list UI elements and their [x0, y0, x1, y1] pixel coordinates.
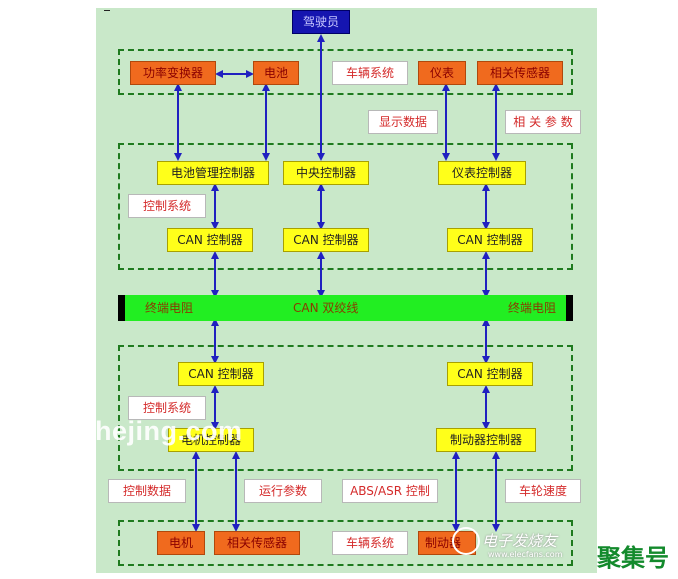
related-sensor-box-bottom: 相关传感器 — [214, 531, 300, 555]
can-controller-2: CAN 控制器 — [283, 228, 369, 252]
control-system-label-1: 控制系统 — [128, 194, 206, 218]
elecfans-url: www.elecfans.com — [488, 550, 563, 559]
elecfans-logo-text: 电子发烧友 — [482, 532, 558, 550]
related-params-label: 相 关 参 数 — [505, 110, 581, 134]
related-sensor-box-top: 相关传感器 — [477, 61, 563, 85]
control-data-label: 控制数据 — [108, 479, 186, 503]
elecfans-logo-icon — [452, 527, 480, 555]
site-watermark: mshejing.com — [55, 416, 243, 446]
vehicle-system-label-bottom: 车辆系统 — [332, 531, 408, 555]
instrument-controller-box: 仪表控制器 — [438, 161, 526, 185]
brake-controller-box: 制动器控制器 — [436, 428, 536, 452]
can-controller-5: CAN 控制器 — [447, 362, 533, 386]
upper-control-group-border — [118, 143, 573, 270]
central-controller-box: 中央控制器 — [283, 161, 369, 185]
motor-box: 电机 — [157, 531, 205, 555]
run-params-label: 运行参数 — [244, 479, 322, 503]
instrument-box: 仪表 — [418, 61, 466, 85]
can-controller-1: CAN 控制器 — [167, 228, 253, 252]
top-group-border — [118, 49, 573, 95]
right-terminal-resistor: 终端电阻 — [508, 301, 557, 315]
abs-asr-control-label: ABS/ASR 控制 — [342, 479, 438, 503]
bms-controller-box: 电池管理控制器 — [157, 161, 269, 185]
power-converter-box: 功率变换器 — [130, 61, 216, 85]
lower-control-group-border — [118, 345, 573, 471]
display-data-label: 显示数据 — [368, 110, 438, 134]
can-bus: 终端电阻 CAN 双绞线 终端电阻 — [118, 295, 573, 321]
control-system-label-2: 控制系统 — [128, 396, 206, 420]
can-controller-3: CAN 控制器 — [447, 228, 533, 252]
brand-watermark: 聚集号 — [597, 544, 669, 572]
battery-box: 电池 — [253, 61, 299, 85]
bottom-group-border — [118, 520, 573, 566]
left-terminal-resistor: 终端电阻 — [145, 301, 194, 315]
wheel-speed-label: 车轮速度 — [505, 479, 581, 503]
can-controller-4: CAN 控制器 — [178, 362, 264, 386]
corner-mark — [104, 10, 110, 11]
driver-box: 驾驶员 — [292, 10, 350, 34]
can-twisted-pair-label: CAN 双绞线 — [293, 301, 359, 315]
vehicle-system-label-top: 车辆系统 — [332, 61, 408, 85]
motor-controller-box: 电机控制器 — [168, 428, 254, 452]
